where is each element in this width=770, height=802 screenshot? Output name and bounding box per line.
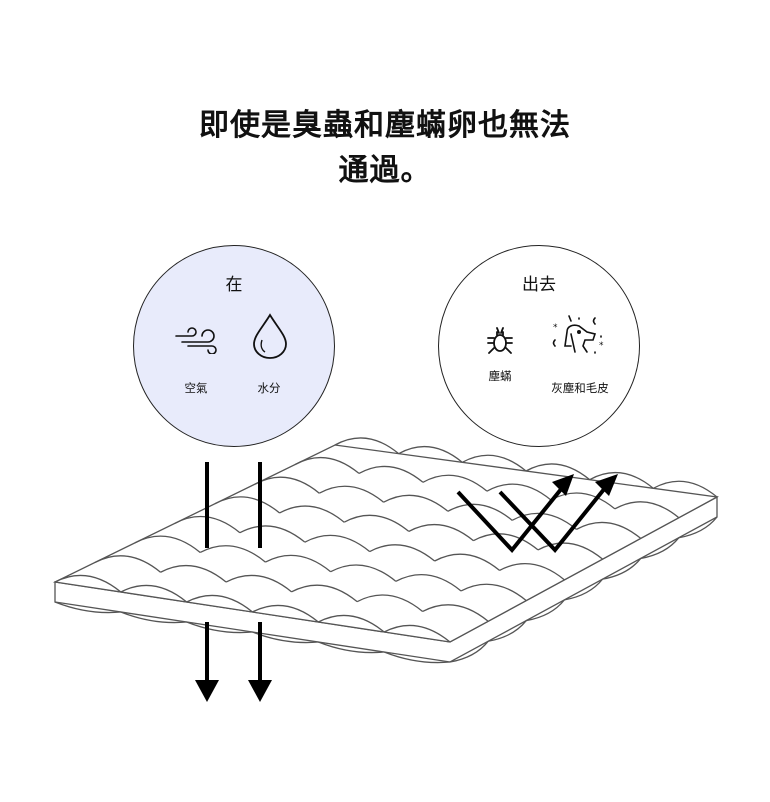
quilt-seam: [398, 446, 463, 463]
quilt-seam: [356, 594, 424, 612]
quilt-seam: [186, 621, 253, 634]
arrowhead-icon: [552, 474, 574, 496]
quilt-seam: [486, 483, 552, 501]
quilt-seam: [511, 512, 577, 530]
quilt-seam: [447, 503, 513, 521]
in-item-air: 空氣: [184, 381, 208, 395]
quilt-seam: [614, 501, 680, 519]
svg-text:*: *: [599, 341, 604, 351]
quilt-seam: [449, 640, 489, 663]
quilt-seam: [94, 555, 161, 573]
quilt-seam: [460, 583, 527, 602]
quilt-seam: [54, 574, 122, 593]
quilt-seam: [225, 574, 292, 593]
quilt-seam: [334, 437, 400, 455]
quilt-seam: [291, 584, 358, 603]
quilt-seam: [343, 514, 410, 532]
quilt-seam: [640, 537, 680, 560]
quilt-seam: [537, 542, 603, 560]
quilt-seam: [294, 456, 360, 474]
quilt-seam: [134, 535, 201, 553]
quilt-seam: [358, 465, 424, 483]
in-panel: 在 空氣 水分: [133, 245, 335, 447]
quilt-seam: [383, 494, 449, 512]
bug-icon: [487, 327, 513, 354]
quilt-seam: [488, 620, 527, 642]
arrowhead-icon: [195, 680, 219, 702]
down-arrows: [195, 462, 272, 702]
quilt-seam: [318, 485, 384, 503]
quilt-seam: [653, 480, 718, 498]
quilt-seam: [120, 584, 188, 603]
quilt-seam: [383, 624, 451, 643]
quilt-seam: [265, 554, 332, 573]
out-panel: 出去 * * 塵蟎 灰塵和毛皮: [438, 245, 640, 447]
quilt-seam: [304, 534, 371, 553]
quilt-seam: [369, 544, 436, 562]
quilt-seam: [120, 611, 187, 624]
heading-line-2: 通過。: [338, 153, 432, 188]
quilted-mattress: [52, 437, 720, 664]
quilt-seam: [239, 525, 306, 543]
quilt-seam: [602, 558, 642, 580]
in-panel-title: 在: [225, 275, 243, 295]
quilt-seam: [499, 563, 565, 581]
quilt-seam: [408, 524, 474, 542]
quilt-seam: [160, 565, 227, 583]
quilt-seam: [279, 505, 345, 523]
quilt-seam: [395, 574, 462, 592]
out-panel-title: 出去: [522, 275, 556, 295]
arrowhead-icon: [248, 680, 272, 702]
quilt-seam: [434, 553, 500, 571]
quilt-seam: [330, 564, 397, 582]
quilt-seam: [252, 604, 319, 623]
quilt-seam: [462, 454, 527, 472]
quilt-seam: [525, 463, 591, 481]
quilt-seam: [589, 472, 654, 489]
quilt-seam: [318, 614, 385, 633]
out-item-dust-and-dander: 灰塵和毛皮: [551, 381, 609, 395]
reflect-arrows: [456, 474, 618, 554]
quilt-seam: [54, 601, 121, 614]
quilt-seam: [526, 599, 565, 622]
quilt-seam: [214, 496, 281, 514]
quilt-seam: [199, 545, 266, 563]
out-item-dust-mites: 塵蟎: [488, 369, 512, 383]
quilt-seam: [473, 533, 539, 551]
quilt-seam: [422, 604, 489, 622]
wind-icon: [175, 327, 217, 354]
water-drop-icon: [253, 313, 287, 359]
quilt-seam: [383, 651, 451, 664]
heading-line-1: 即使是臭蟲和塵蟎卵也無法: [199, 108, 571, 143]
quilt-seam: [422, 474, 488, 492]
quilt-seam: [576, 521, 642, 539]
dog-icon: * *: [552, 315, 604, 354]
quilt-seam: [318, 641, 385, 654]
svg-text:*: *: [553, 323, 558, 333]
quilt-seam: [564, 578, 604, 601]
in-item-moisture: 水分: [257, 381, 281, 395]
quilt-seam: [186, 594, 253, 613]
arrowhead-icon: [595, 474, 618, 496]
quilt-seam: [678, 516, 718, 539]
